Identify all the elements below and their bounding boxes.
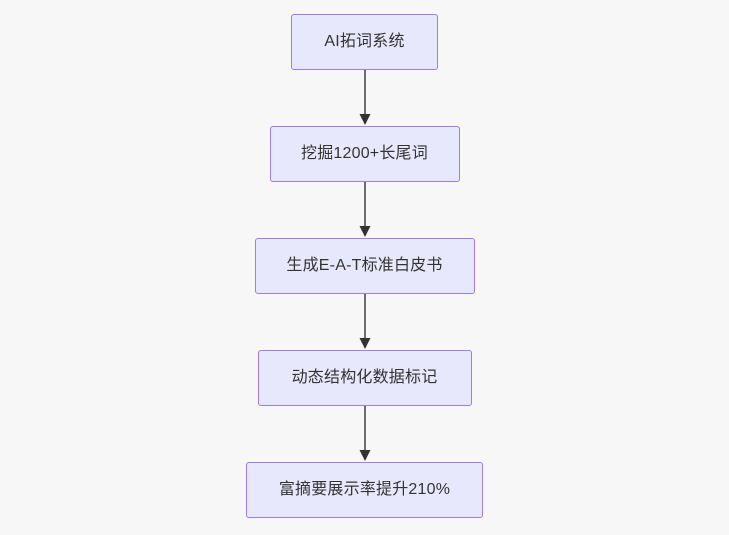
flow-node-dynamic-structured-data-markup[interactable]: 动态结构化数据标记 <box>257 350 472 406</box>
flow-edge-arrow-1 <box>359 70 370 125</box>
flow-node-rich-snippet-impression-lift[interactable]: 富摘要展示率提升210% <box>246 462 483 518</box>
flow-node-generate-eat-whitepaper[interactable]: 生成E-A-T标准白皮书 <box>254 238 475 294</box>
flow-edge-arrow-3 <box>359 294 370 349</box>
flow-node-label: AI拓词系统 <box>324 33 405 50</box>
flow-edge-arrow-4 <box>359 406 370 461</box>
flow-node-column: AI拓词系统 挖掘1200+长尾词 生成E-A-T标准白皮书 动态结构化数据标记 <box>246 14 483 518</box>
flow-node-label: 挖掘1200+长尾词 <box>301 145 428 162</box>
flow-node-label: 生成E-A-T标准白皮书 <box>286 257 443 274</box>
flow-node-ai-keyword-system[interactable]: AI拓词系统 <box>291 14 438 70</box>
flow-edge-arrow-2 <box>359 182 370 237</box>
flow-node-mine-longtail-keywords[interactable]: 挖掘1200+长尾词 <box>269 126 460 182</box>
flow-node-label: 动态结构化数据标记 <box>291 369 438 386</box>
flow-node-label: 富摘要展示率提升210% <box>278 481 451 498</box>
